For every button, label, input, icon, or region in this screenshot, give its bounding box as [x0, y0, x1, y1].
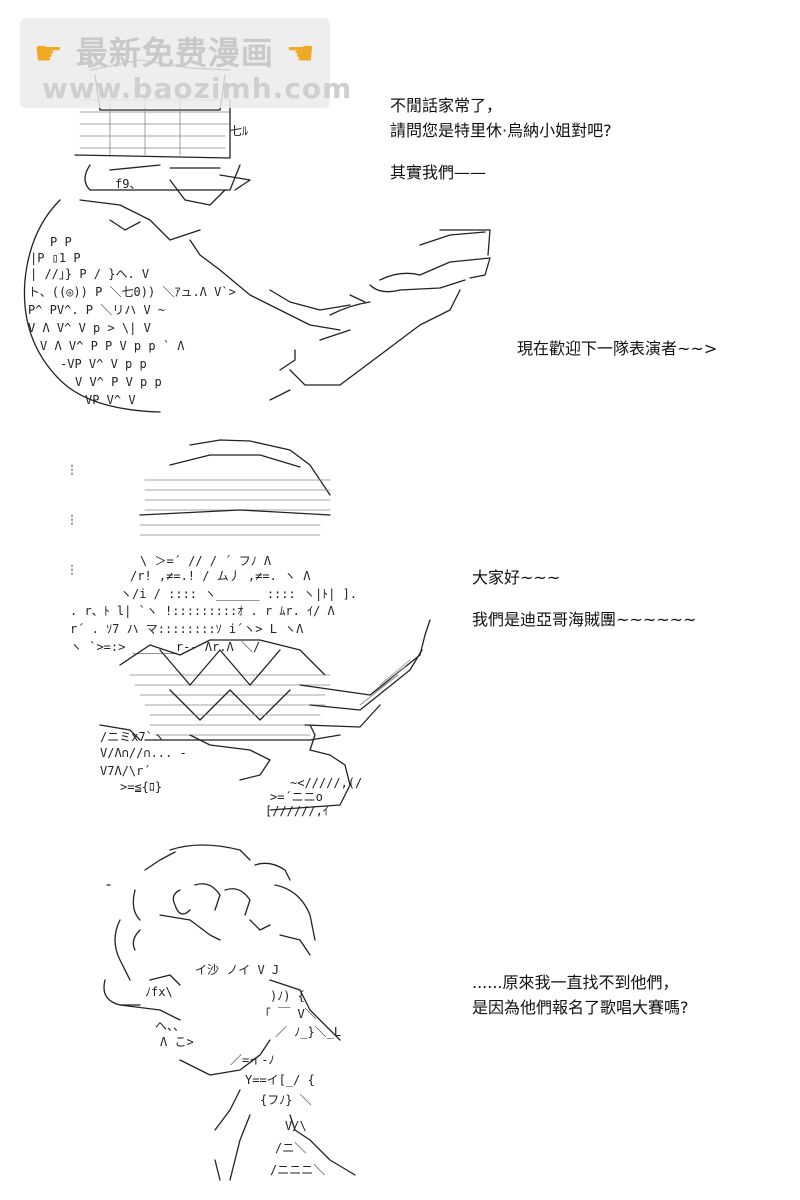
dialogue-text: 請問您是特里休·烏納小姐對吧?: [390, 121, 612, 140]
dialogue-text: 我們是迪亞哥海賊團~~~~~~: [472, 610, 697, 629]
svg-text:~</////,(/: ~</////,(/: [290, 776, 362, 790]
svg-text:[//////,ｲ: [//////,ｲ: [265, 804, 329, 818]
svg-text:ヽ/i / :::: ヽ______ :::: ヽ|: ヽ/i / :::: ヽ______ :::: ヽ|ﾄ| ].: [120, 587, 357, 601]
watermark-line-1: ☛ 最新免费漫画 ☚: [34, 28, 316, 74]
pointing-hand-icon: ☛: [34, 34, 64, 72]
svg-text:ト、((◎)) P ＼七0)) ＼ｱュ.Λ: ト、((◎)) P ＼七0)) ＼ｱュ.Λ V`>: [28, 285, 236, 299]
svg-text:P^ PV^. P ＼リ: P^ PV^. P ＼リハ V ~: [28, 303, 165, 317]
svg-text:/ニ＼: /ニ＼: [275, 1141, 306, 1155]
svg-text:. r、ﾄ l| `ヽ !:::::::::ｵ: . r、ﾄ l| `ヽ !:::::::::ｵ . r ﾑr. ｲ/ Λ: [70, 604, 336, 618]
svg-text:)ﾉ) {: )ﾉ) {: [270, 989, 305, 1003]
svg-text:／=イ-ﾉ: ／=イ-ﾉ: [230, 1053, 274, 1067]
pointing-hand-icon: ☚: [285, 34, 316, 72]
svg-text:Λ こ>: Λ こ>: [160, 1035, 194, 1049]
svg-text:｢ ￣ V＼: ｢ ￣ V＼: [265, 1007, 317, 1021]
svg-text:V/Λ∩//∩... -: V/Λ∩//∩... -: [100, 746, 187, 760]
dialogue-text: 不閒話家常了，: [390, 96, 503, 115]
svg-text:f9、: f9、: [115, 177, 141, 191]
svg-text:V Λ V^ P P V p: V Λ V^ P P V p p ` Λ: [40, 339, 185, 353]
dialogue-text: 其實我們——: [390, 163, 487, 182]
svg-text:|P ▯1 P: |P ▯1 P: [30, 251, 81, 265]
ascii-art-figure-pirate: \ ＞=´ // / ´ フﾉ Λ /r! ,≠=.! / ム丿 ,≠=. ヽ …: [60, 435, 450, 820]
svg-text:七ﾙ: 七ﾙ: [230, 124, 248, 138]
ascii-art-figure-presenter: 七ﾙ f9、 P P |P ▯1 P | //」} P / }ヘ. V ト、((…: [20, 40, 500, 420]
watermark-banner: ☛ 最新免费漫画 ☚ www.baozimh.com: [20, 18, 351, 108]
svg-text:r´ . ｿ7 ハ マ::::::::ｿ i´: r´ . ｿ7 ハ マ::::::::ｿ i´ヽ> L ヽΛ: [70, 622, 304, 636]
dialogue-text: 現在歡迎下一隊表演者~~>: [517, 339, 718, 358]
svg-text:>=≦{ﾛ}: >=≦{ﾛ}: [120, 780, 162, 794]
svg-text:V7Λ/\r´: V7Λ/\r´: [100, 764, 151, 778]
svg-text:/r! ,≠=.! / ム丿 ,≠=. ヽ Λ: /r! ,≠=.! / ム丿 ,≠=. ヽ Λ: [130, 569, 311, 583]
svg-text:/ニニニ＼: /ニニニ＼: [270, 1163, 325, 1177]
svg-text:Y==イ[_/ {: Y==イ[_/ {: [245, 1073, 315, 1087]
svg-text:V/\: V/\: [285, 1119, 307, 1133]
svg-text:ﾉfx\: ﾉfx\: [145, 985, 173, 999]
watermark-title: 最新免费漫画: [75, 34, 274, 72]
watermark-url: www.baozimh.com: [42, 72, 353, 105]
svg-text:ヽ `>=:> ______r‐‐ Λr: ヽ `>=:> ______r‐‐ Λr.Λ ＼/: [70, 640, 260, 654]
svg-text:/ニミx7`ヽ: /ニミx7`ヽ: [100, 730, 165, 744]
svg-text:V Λ V^ V p >: V Λ V^ V p > \| V: [28, 321, 151, 335]
svg-text:| //」} P / }ヘ. V: | //」} P / }ヘ. V: [30, 267, 149, 281]
dialogue-text: 是因為他們報名了歌唱大賽嗎?: [472, 998, 689, 1017]
svg-text:>=´ニニo: >=´ニニo: [270, 790, 323, 804]
svg-text:V V^ P V p: V V^ P V p p: [75, 375, 162, 389]
svg-text:-VP V^ V p: -VP V^ V p p: [60, 357, 147, 371]
svg-text:{フﾉ} ＼: {フﾉ} ＼: [260, 1093, 312, 1107]
svg-text:\ ＞=´ // / ´ フﾉ Λ: \ ＞=´ // / ´ フﾉ Λ: [140, 554, 272, 568]
ascii-art-figure-curly-hair: イ沙 ノイ V J ﾉfx\ ヘ、、 Λ こ> )ﾉ) { ｢ ￣ V＼ ／ ﾉ…: [100, 840, 380, 1185]
svg-text:ヘ、、: ヘ、、: [155, 1019, 185, 1033]
dialogue-text: 大家好~~~: [472, 568, 561, 587]
svg-text:VP V^ V: VP V^ V: [85, 393, 136, 407]
svg-text:P P: P P: [50, 235, 72, 249]
svg-text:イ沙 ノイ V J: イ沙 ノイ V J: [195, 963, 279, 977]
svg-text:／ ﾉ_}＼_L: ／ ﾉ_}＼_L: [275, 1025, 341, 1039]
dialogue-text: ......原來我一直找不到他們，: [472, 973, 679, 992]
